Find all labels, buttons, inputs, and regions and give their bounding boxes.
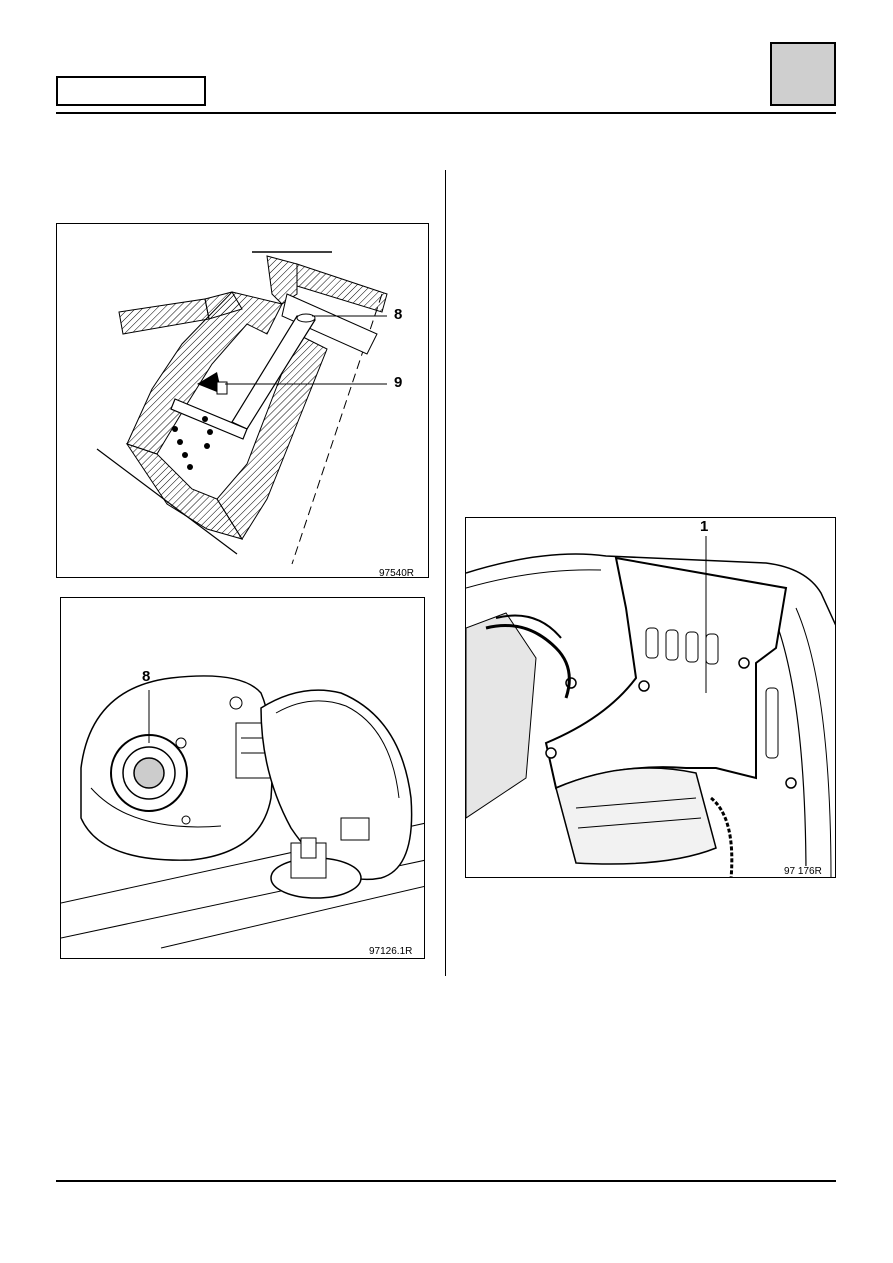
callout-8: 8 xyxy=(142,668,151,685)
valve-cone xyxy=(197,372,222,394)
figure-filler-cap: 8 97126.1R xyxy=(60,597,425,959)
callout-1: 1 xyxy=(700,518,709,535)
figure-valve-cross-section: 8 9 97540R xyxy=(56,223,429,578)
section-tab-marker xyxy=(770,42,836,106)
valve-plate xyxy=(170,398,248,440)
engine-block xyxy=(466,612,537,819)
figure-reference: 97126.1R xyxy=(369,946,413,957)
side-pipe xyxy=(118,298,210,335)
callout-8: 8 xyxy=(394,306,403,323)
footer-rule xyxy=(56,1180,836,1182)
spring-coils xyxy=(172,416,213,470)
section-label-box xyxy=(56,76,206,106)
figure-reference: 97 176R xyxy=(784,866,822,877)
duct-vents xyxy=(645,627,719,665)
figure-reference: 97540R xyxy=(379,568,415,578)
header-rule xyxy=(56,112,836,114)
air-duct xyxy=(544,556,788,790)
column-divider xyxy=(445,170,446,976)
cap-nut xyxy=(133,757,165,789)
valve-diagram xyxy=(96,251,388,565)
figure-engine-bay: 1 97 176R xyxy=(465,517,836,878)
lower-housing xyxy=(555,767,717,865)
open-flap xyxy=(260,689,413,881)
housing-right-wall xyxy=(216,333,328,540)
mounting-bolts xyxy=(545,657,797,789)
filler-cap-diagram xyxy=(61,675,424,949)
callout-9: 9 xyxy=(394,374,403,391)
engine-bay-diagram xyxy=(466,536,835,877)
